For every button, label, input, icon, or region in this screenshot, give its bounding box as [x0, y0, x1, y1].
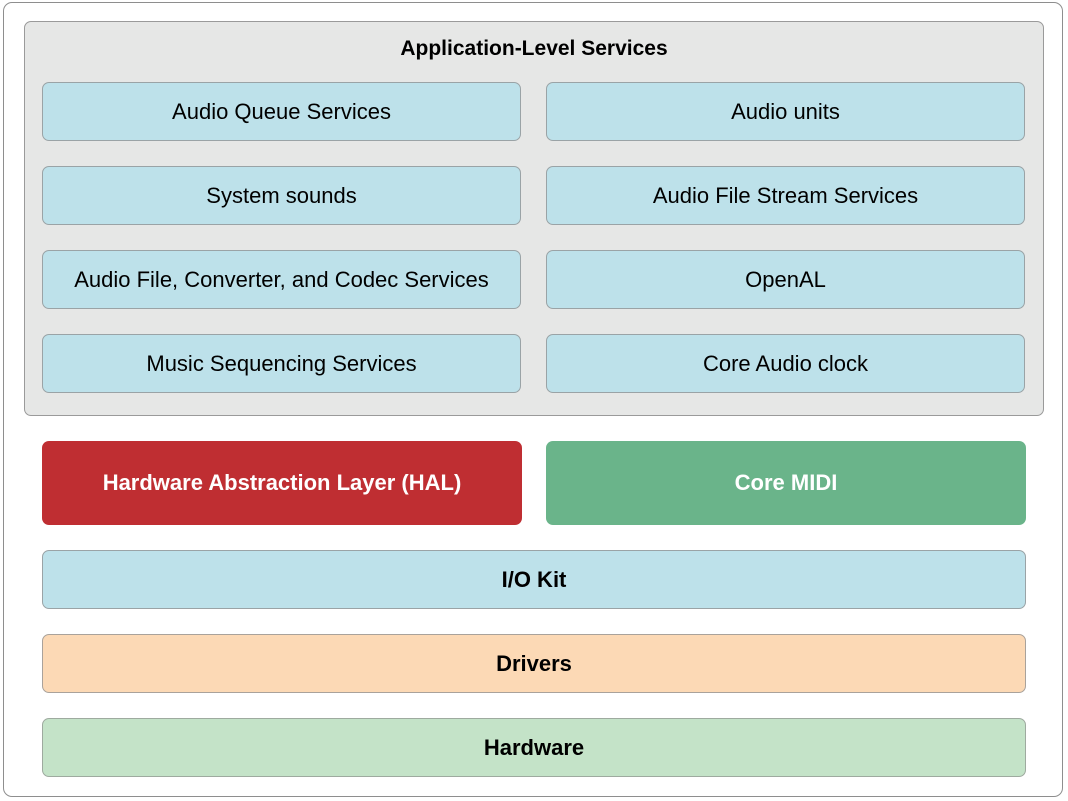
- system-sounds-box: System sounds: [42, 166, 521, 225]
- hardware-box: Hardware: [42, 718, 1026, 777]
- drivers-box: Drivers: [42, 634, 1026, 693]
- audio-file-converter-codec-services-box: Audio File, Converter, and Codec Service…: [42, 250, 521, 309]
- core-audio-clock-box: Core Audio clock: [546, 334, 1025, 393]
- openal-box: OpenAL: [546, 250, 1025, 309]
- application-level-services-title: Application-Level Services: [400, 37, 668, 60]
- hal-box: Hardware Abstraction Layer (HAL): [42, 441, 522, 525]
- audio-units-box: Audio units: [546, 82, 1025, 141]
- audio-file-stream-services-box: Audio File Stream Services: [546, 166, 1025, 225]
- audio-queue-services-box: Audio Queue Services: [42, 82, 521, 141]
- io-kit-box: I/O Kit: [42, 550, 1026, 609]
- music-sequencing-services-box: Music Sequencing Services: [42, 334, 521, 393]
- core-midi-box: Core MIDI: [546, 441, 1026, 525]
